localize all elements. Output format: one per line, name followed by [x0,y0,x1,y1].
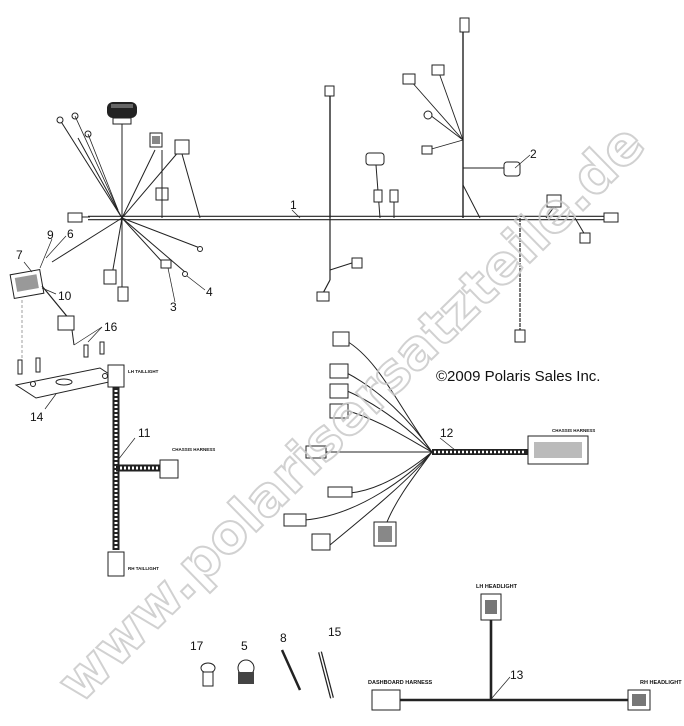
callout-4: 4 [206,285,213,299]
label-dashboard-harness: DASHBOARD HARNESS [368,680,433,686]
callout-numbers: 1 2 3 4 5 6 7 8 9 10 11 12 13 14 15 16 1… [16,147,537,682]
callout-8: 8 [280,631,287,645]
callout-16: 16 [104,320,118,334]
watermark-text: www.polarisersatzteile.de [45,112,657,715]
main-harness [51,17,619,343]
label-chassis-harness-11: CHASSIS HARNESS [172,447,215,452]
callout-6: 6 [67,227,74,241]
callout-14: 14 [30,410,44,424]
label-rh-headlight: RH HEADLIGHT [640,680,682,686]
callout-5: 5 [241,639,248,653]
callout-17: 17 [190,639,204,653]
callout-7: 7 [16,248,23,262]
label-lh-taillight: LH TAILLIGHT [128,369,159,374]
callout-15: 15 [328,625,342,639]
dashboard-switch-harness [283,331,589,551]
callout-2: 2 [530,147,537,161]
callout-11: 11 [138,426,151,440]
label-chassis-harness-12: CHASSIS HARNESS [552,428,595,433]
callout-9: 9 [47,228,54,242]
callout-13: 13 [510,668,524,682]
headlight-harness [371,593,651,711]
callout-3: 3 [170,300,177,314]
callout-1: 1 [290,198,297,212]
label-lh-headlight: LH HEADLIGHT [476,584,518,590]
copyright-notice: ©2009 Polaris Sales Inc. [436,368,601,385]
label-rh-taillight: RH TAILLIGHT [128,566,159,571]
tail-light-harness [107,364,179,577]
callout-12: 12 [440,426,454,440]
loose-parts [200,649,334,699]
callout-leaders [23,154,531,699]
callout-10: 10 [58,289,72,303]
connector-labels: LH TAILLIGHT CHASSIS HARNESS RH TAILLIGH… [128,369,682,686]
